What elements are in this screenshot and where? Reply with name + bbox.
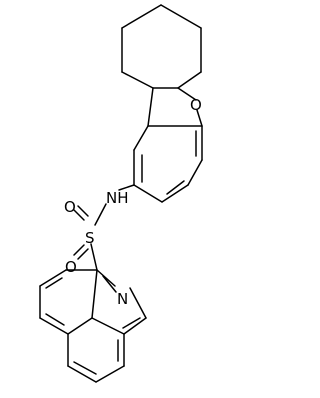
bond	[129, 287, 147, 319]
atom-label-quinoline-nitrogen: N	[117, 290, 128, 308]
bond	[39, 317, 69, 335]
bond	[95, 365, 125, 383]
bond	[90, 243, 98, 271]
bond	[94, 203, 107, 226]
bond	[147, 87, 154, 127]
bond	[77, 205, 89, 217]
bond	[161, 184, 189, 203]
molecule-diagram: O NH O S O N	[39, 4, 203, 383]
bond	[91, 269, 98, 319]
bond	[96, 269, 116, 287]
atom-labels: O NH O S O N	[64, 96, 202, 308]
bond	[133, 184, 163, 203]
bond	[77, 248, 89, 260]
bond-layer	[39, 4, 203, 383]
bond	[121, 4, 162, 29]
bond	[187, 159, 203, 186]
atom-label-oxygen-furan: O	[190, 96, 202, 114]
bond	[118, 184, 135, 191]
bond	[177, 87, 197, 101]
bond	[73, 244, 85, 256]
bond	[67, 365, 97, 383]
bond	[45, 277, 63, 289]
bond	[166, 180, 185, 195]
bond	[196, 109, 203, 127]
atom-label-sulfur: S	[85, 229, 95, 247]
bond	[122, 317, 141, 329]
bond	[177, 71, 202, 89]
structure-drawing: O NH O S O N	[39, 4, 203, 383]
atom-label-sulfonyl-oxygen-top: O	[64, 198, 76, 216]
bond	[67, 317, 93, 335]
bond	[73, 361, 97, 375]
atom-label-sulfonyl-oxygen-bottom: O	[65, 258, 77, 276]
bond	[45, 313, 65, 326]
bond	[121, 71, 154, 89]
bond	[91, 317, 125, 335]
bond	[160, 4, 202, 29]
bond	[123, 317, 147, 335]
bond	[133, 125, 149, 151]
bond	[73, 209, 85, 221]
bond	[39, 269, 67, 287]
bond	[102, 275, 117, 293]
atom-label-amine: NH	[106, 189, 129, 207]
